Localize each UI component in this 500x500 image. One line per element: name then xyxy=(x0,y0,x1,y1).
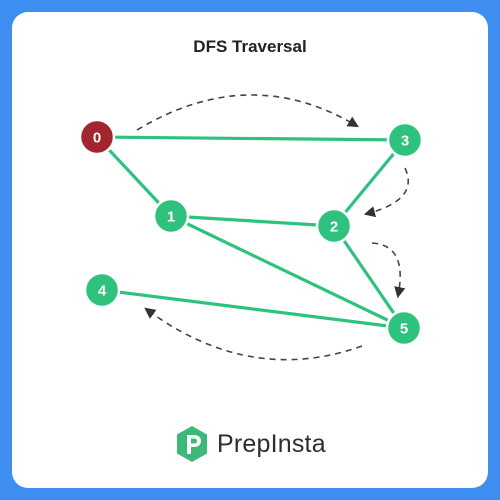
traversal-arrow-2-5 xyxy=(371,242,406,299)
node-1-label: 1 xyxy=(167,209,175,226)
prepinsta-logo: PrepInsta xyxy=(175,424,326,464)
node-4-circle xyxy=(83,271,121,309)
node-1: 1 xyxy=(152,197,190,235)
node-4: 4 xyxy=(83,271,121,309)
node-0: 0 xyxy=(78,118,116,156)
edge-1-5 xyxy=(169,214,406,330)
node-4-label: 4 xyxy=(98,283,107,300)
node-2-label: 2 xyxy=(330,219,338,236)
node-5: 5 xyxy=(385,309,423,347)
edge-2-3 xyxy=(332,138,407,228)
node-3: 3 xyxy=(386,121,424,159)
node-0-circle xyxy=(78,118,116,156)
node-0-label: 0 xyxy=(93,130,101,147)
node-3-circle xyxy=(386,121,424,159)
prepinsta-logo-icon xyxy=(177,426,207,462)
node-2-circle xyxy=(315,207,353,245)
traversal-arrow-3-2 xyxy=(363,167,410,218)
edge-0-3 xyxy=(95,135,407,142)
node-5-label: 5 xyxy=(400,321,408,338)
node-3-label: 3 xyxy=(401,133,409,150)
edge-1-2 xyxy=(169,214,336,228)
diagram-title: DFS Traversal xyxy=(193,37,307,56)
traversal-arrow-0-3 xyxy=(136,94,359,131)
traversal-arrow-5-4 xyxy=(144,307,363,361)
edge-4-5 xyxy=(100,288,406,330)
node-5-circle xyxy=(385,309,423,347)
edge-2-5 xyxy=(332,224,406,330)
diagram-card xyxy=(12,12,488,488)
node-1-circle xyxy=(152,197,190,235)
brand-name: PrepInsta xyxy=(217,429,326,458)
node-2: 2 xyxy=(315,207,353,245)
